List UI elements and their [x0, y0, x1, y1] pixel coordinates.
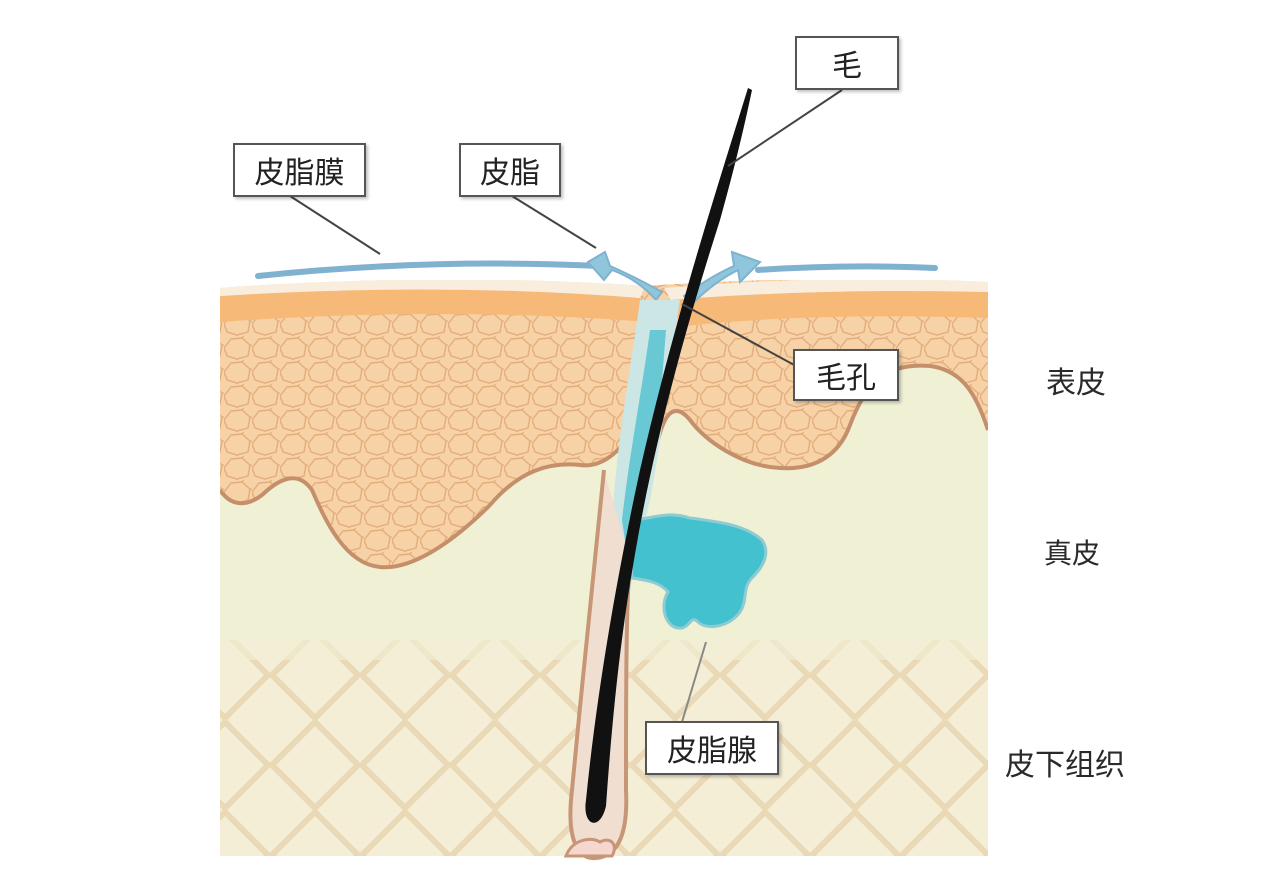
label-sebum-film-text: 皮脂膜: [254, 156, 345, 191]
leader-line-hair: [727, 89, 843, 167]
dermal-papilla: [563, 837, 616, 858]
label-sebum-film: 皮脂膜: [233, 143, 366, 197]
label-hair: 毛: [795, 36, 899, 90]
layer-label-dermis: 真皮: [1044, 537, 1101, 570]
label-sebaceous-gland-text: 皮脂腺: [667, 734, 757, 769]
label-pore-text: 毛孔: [816, 361, 876, 396]
leader-line-sebaceous-gland: [681, 641, 707, 723]
label-sebaceous-gland: 皮脂腺: [645, 721, 779, 775]
leader-line-pore: [681, 303, 797, 367]
layer-label-subcutaneous: 皮下组织: [1005, 748, 1125, 783]
stratum-corneum: [220, 289, 650, 322]
sebum-arrow-right: [682, 250, 762, 306]
sebum-arrow-left: [586, 250, 664, 302]
leader-line-sebum: [511, 195, 597, 249]
label-pore: 毛孔: [793, 349, 899, 401]
follicle-root-sheath: [568, 469, 632, 861]
sebaceous-gland-shape: [628, 513, 768, 630]
layer-label-epidermis: 表皮: [1046, 366, 1106, 401]
dermal-epidermal-junction: [220, 363, 988, 570]
label-sebum: 皮脂: [459, 143, 561, 197]
leader-line-sebum-film: [289, 195, 381, 255]
label-hair-text: 毛: [832, 49, 862, 84]
label-sebum-text: 皮脂: [480, 156, 540, 191]
sebum-film: [255, 260, 603, 279]
